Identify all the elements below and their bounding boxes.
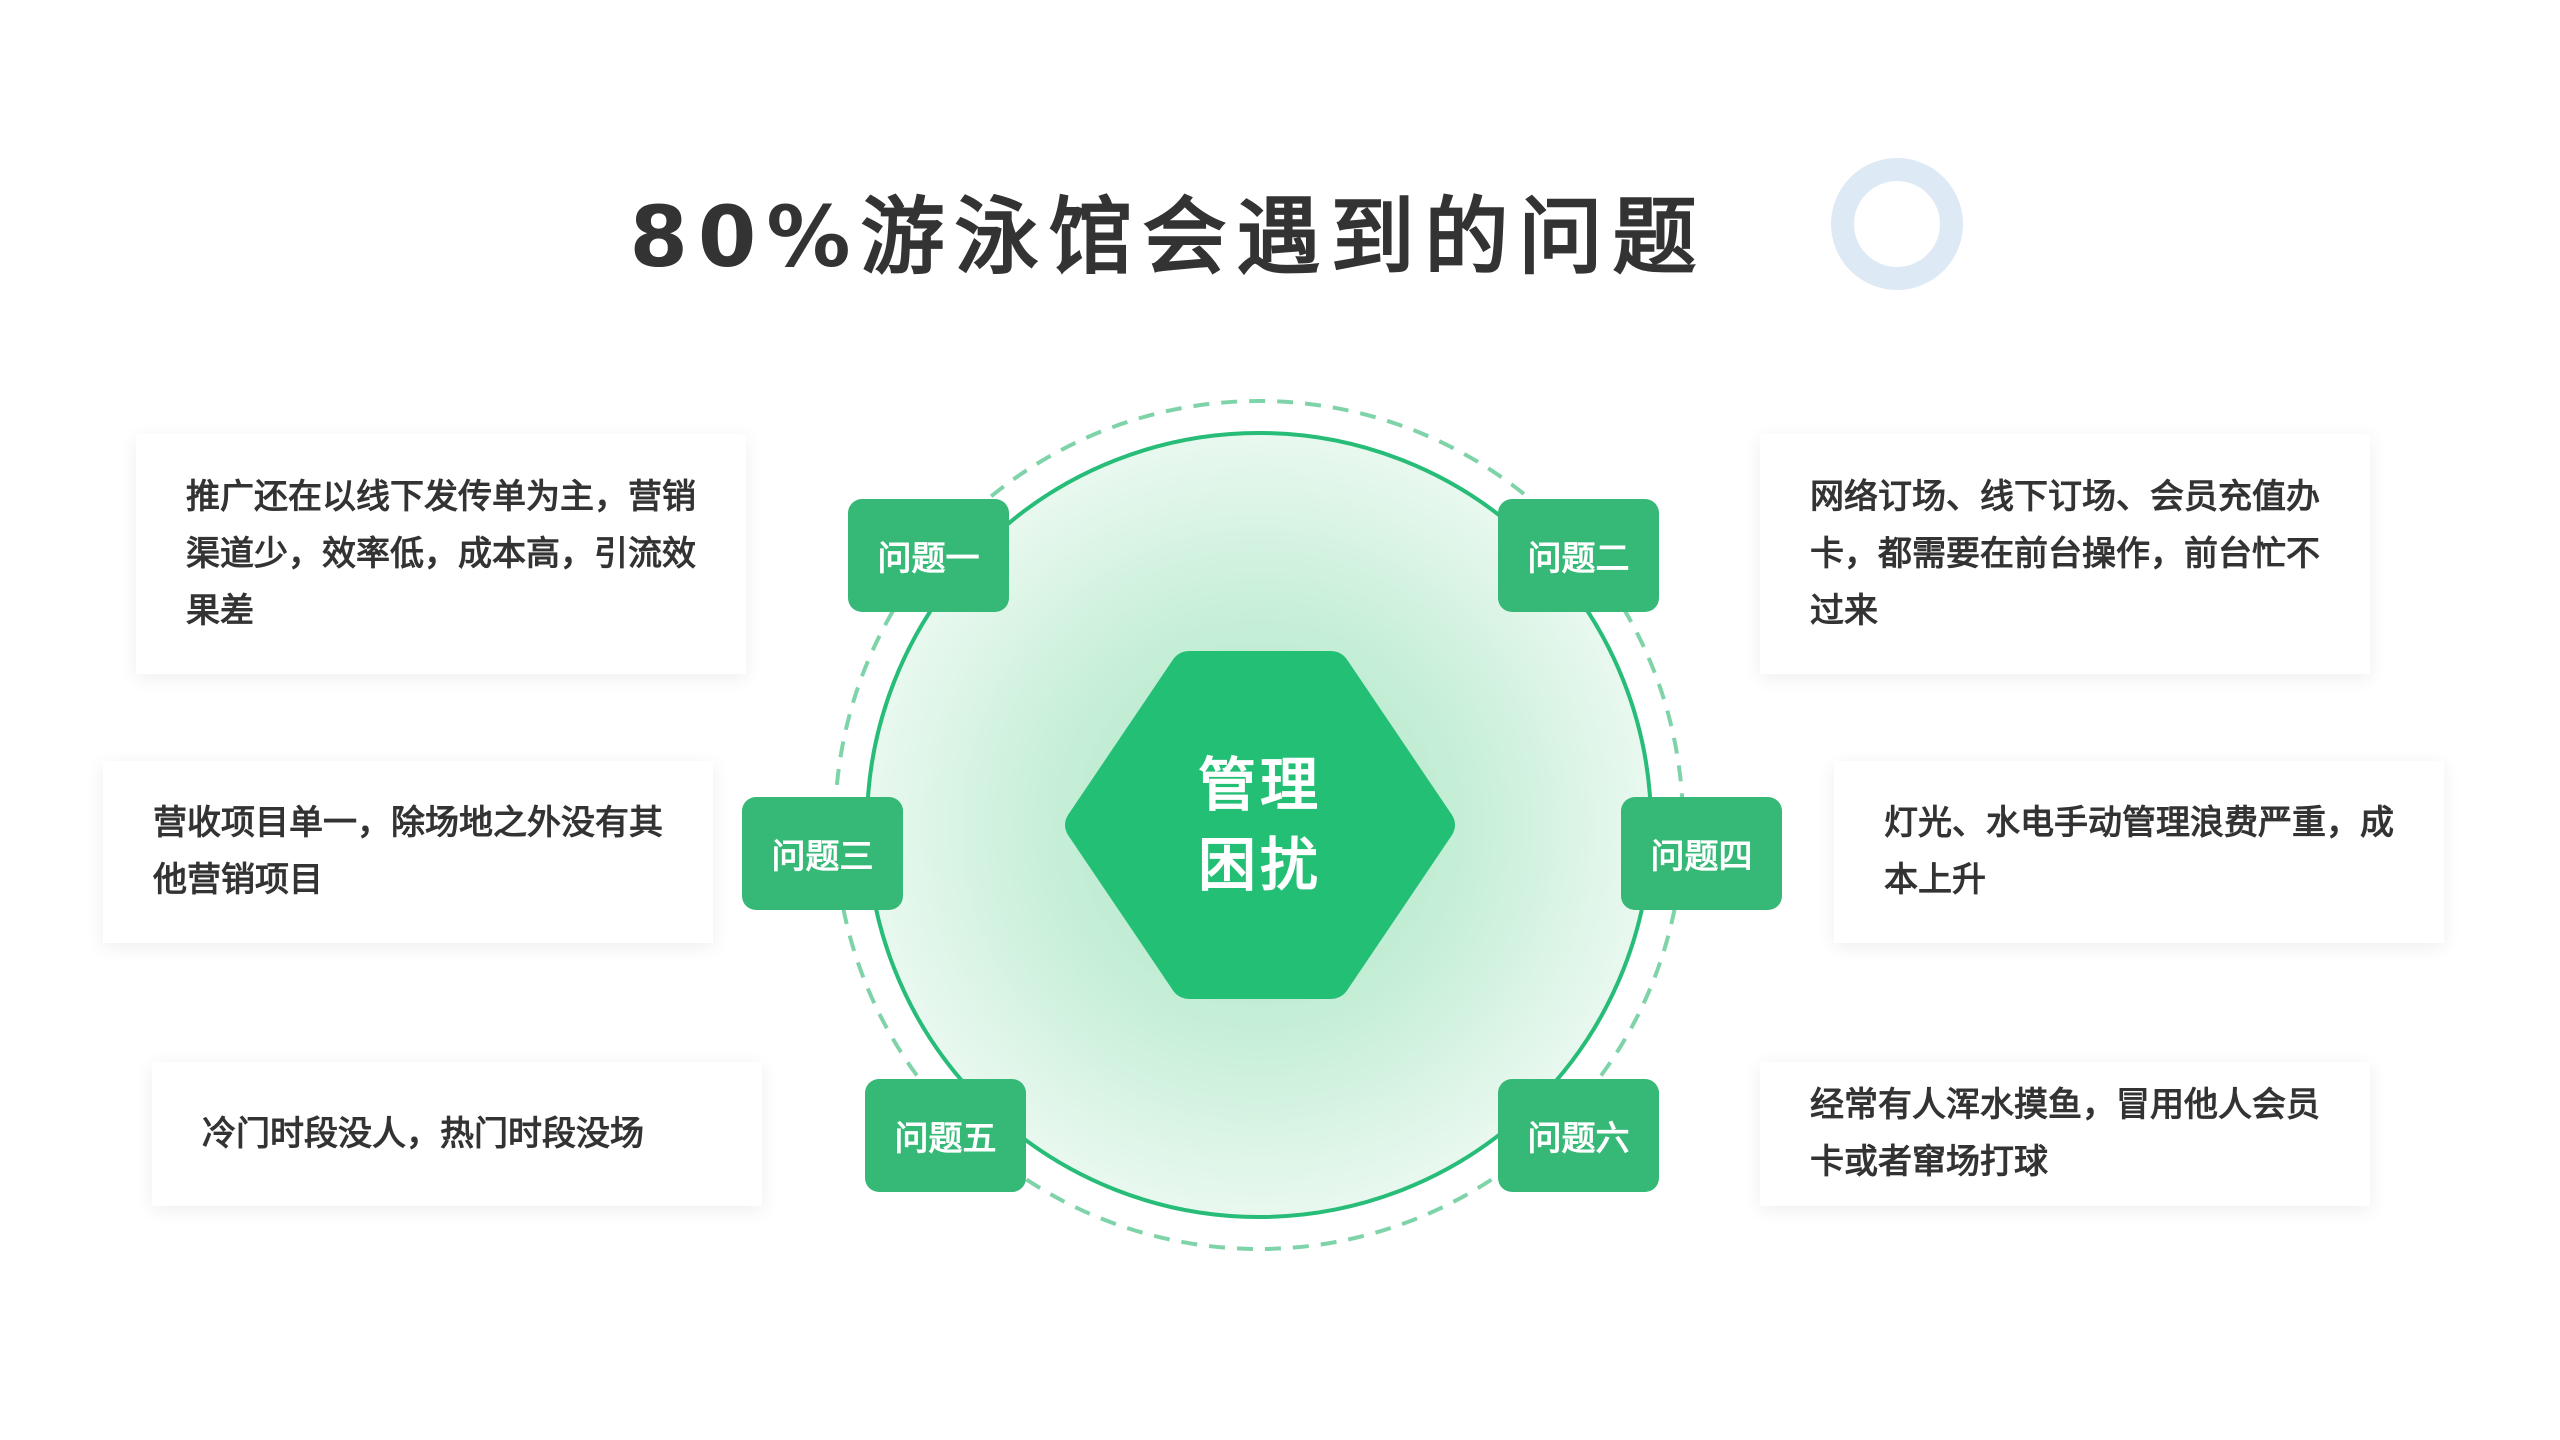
center-hexagon	[1065, 651, 1455, 999]
badge-problem-2: 问题二	[1498, 499, 1659, 612]
page-title: 80%游泳馆会遇到的问题	[629, 188, 1707, 286]
center-label: 管理 困扰	[1062, 651, 1458, 999]
card-text: 推广还在以线下发传单为主，营销渠道少，效率低，成本高，引流效果差	[186, 476, 696, 631]
card-text: 灯光、水电手动管理浪费严重，成本上升	[1884, 803, 2394, 900]
card-problem-2: 网络订场、线下订场、会员充值办卡，都需要在前台操作，前台忙不过来	[1760, 434, 2370, 674]
card-text: 经常有人浑水摸鱼，冒用他人会员卡或者窜场打球	[1810, 1085, 2320, 1182]
center-line2: 困扰	[1197, 831, 1322, 899]
card-problem-5: 冷门时段没人，热门时段没场	[152, 1062, 762, 1206]
badge-problem-6: 问题六	[1498, 1079, 1659, 1192]
badge-problem-5: 问题五	[865, 1079, 1026, 1192]
card-text: 冷门时段没人，热门时段没场	[202, 1113, 644, 1154]
card-text: 营收项目单一，除场地之外没有其他营销项目	[153, 803, 663, 900]
badge-problem-4: 问题四	[1621, 797, 1782, 910]
card-problem-3: 营收项目单一，除场地之外没有其他营销项目	[103, 761, 713, 943]
card-problem-6: 经常有人浑水摸鱼，冒用他人会员卡或者窜场打球	[1760, 1062, 2370, 1206]
card-text: 网络订场、线下订场、会员充值办卡，都需要在前台操作，前台忙不过来	[1810, 476, 2320, 631]
badge-problem-1: 问题一	[848, 499, 1009, 612]
center-line1: 管理	[1197, 751, 1322, 819]
card-problem-4: 灯光、水电手动管理浪费严重，成本上升	[1834, 761, 2444, 943]
card-problem-1: 推广还在以线下发传单为主，营销渠道少，效率低，成本高，引流效果差	[136, 434, 746, 674]
badge-problem-3: 问题三	[742, 797, 903, 910]
